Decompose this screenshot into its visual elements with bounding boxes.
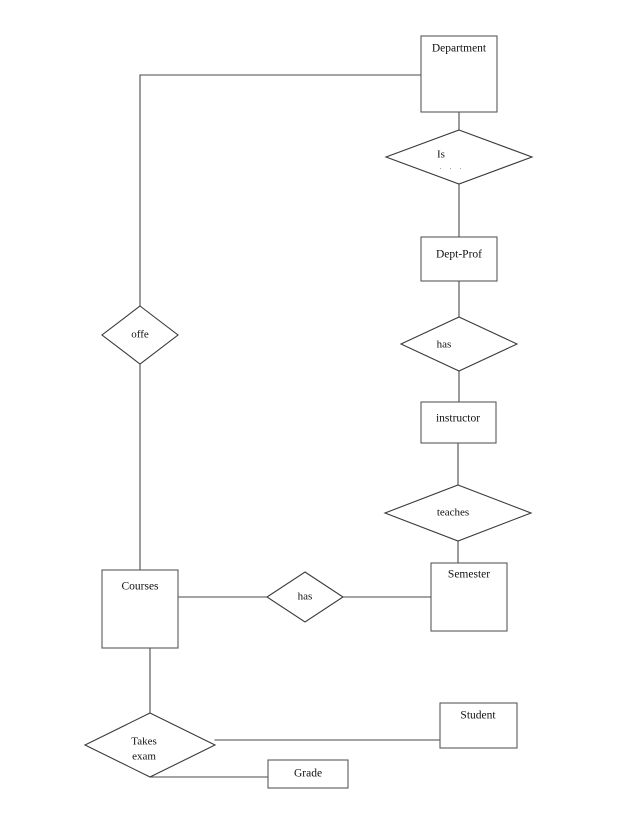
relationship-takes-exam-label-line2: exam	[132, 751, 156, 763]
relationship-has-course-semester-shape[interactable]	[265, 571, 345, 623]
entity-dept-prof[interactable]: Dept-Prof	[420, 236, 498, 282]
entity-student-shape[interactable]	[439, 702, 518, 749]
entity-student-label: Student	[460, 710, 496, 722]
relationship-offe-label: offe	[131, 329, 149, 341]
relationship-has-dept-prof[interactable]: has	[399, 316, 519, 372]
relationship-has-course-semester[interactable]: has	[265, 571, 345, 623]
entity-department-shape[interactable]	[420, 35, 498, 113]
entity-instructor-shape[interactable]	[420, 401, 497, 444]
entity-layer: Department Dept-Prof instructor Semester…	[101, 35, 518, 789]
relationship-offe-shape[interactable]	[101, 305, 179, 365]
entity-courses-label: Courses	[121, 581, 159, 593]
entity-semester-shape[interactable]	[430, 562, 508, 632]
relationship-teaches[interactable]: teaches	[383, 484, 533, 542]
relationship-has-dept-prof-shape[interactable]	[399, 316, 519, 372]
relationship-is-label: Is	[437, 149, 445, 161]
relationship-teaches-label: teaches	[437, 507, 469, 519]
relationship-is[interactable]: Is . . .	[384, 129, 534, 185]
entity-grade-label: Grade	[294, 768, 322, 780]
entity-instructor-label: instructor	[436, 413, 480, 425]
entity-student[interactable]: Student	[439, 702, 518, 749]
entity-semester[interactable]: Semester	[430, 562, 508, 632]
entity-instructor[interactable]: instructor	[420, 401, 497, 444]
entity-courses[interactable]: Courses	[101, 569, 179, 649]
relationship-takes-exam-label-line1: Takes	[131, 736, 157, 748]
relationship-has-course-semester-label: has	[298, 591, 313, 603]
entity-grade-shape[interactable]	[267, 759, 349, 789]
relationship-offe[interactable]: offe	[101, 305, 179, 365]
entity-department[interactable]: Department	[420, 35, 498, 113]
relationship-is-shape[interactable]	[384, 129, 534, 185]
entity-department-label: Department	[432, 43, 487, 55]
entity-courses-shape[interactable]	[101, 569, 179, 649]
relationship-takes-exam[interactable]: Takes exam	[83, 712, 217, 778]
relationship-layer: Is . . . has teaches offe has Takes exam	[83, 129, 534, 778]
relationship-takes-exam-shape[interactable]	[83, 712, 217, 778]
entity-grade[interactable]: Grade	[267, 759, 349, 789]
entity-dept-prof-label: Dept-Prof	[436, 249, 482, 261]
entity-semester-label: Semester	[448, 569, 490, 581]
relationship-has-dept-prof-label: has	[437, 339, 452, 351]
entity-dept-prof-shape[interactable]	[420, 236, 498, 282]
relationship-teaches-shape[interactable]	[383, 484, 533, 542]
relationship-is-faint-label: . . .	[440, 162, 465, 171]
